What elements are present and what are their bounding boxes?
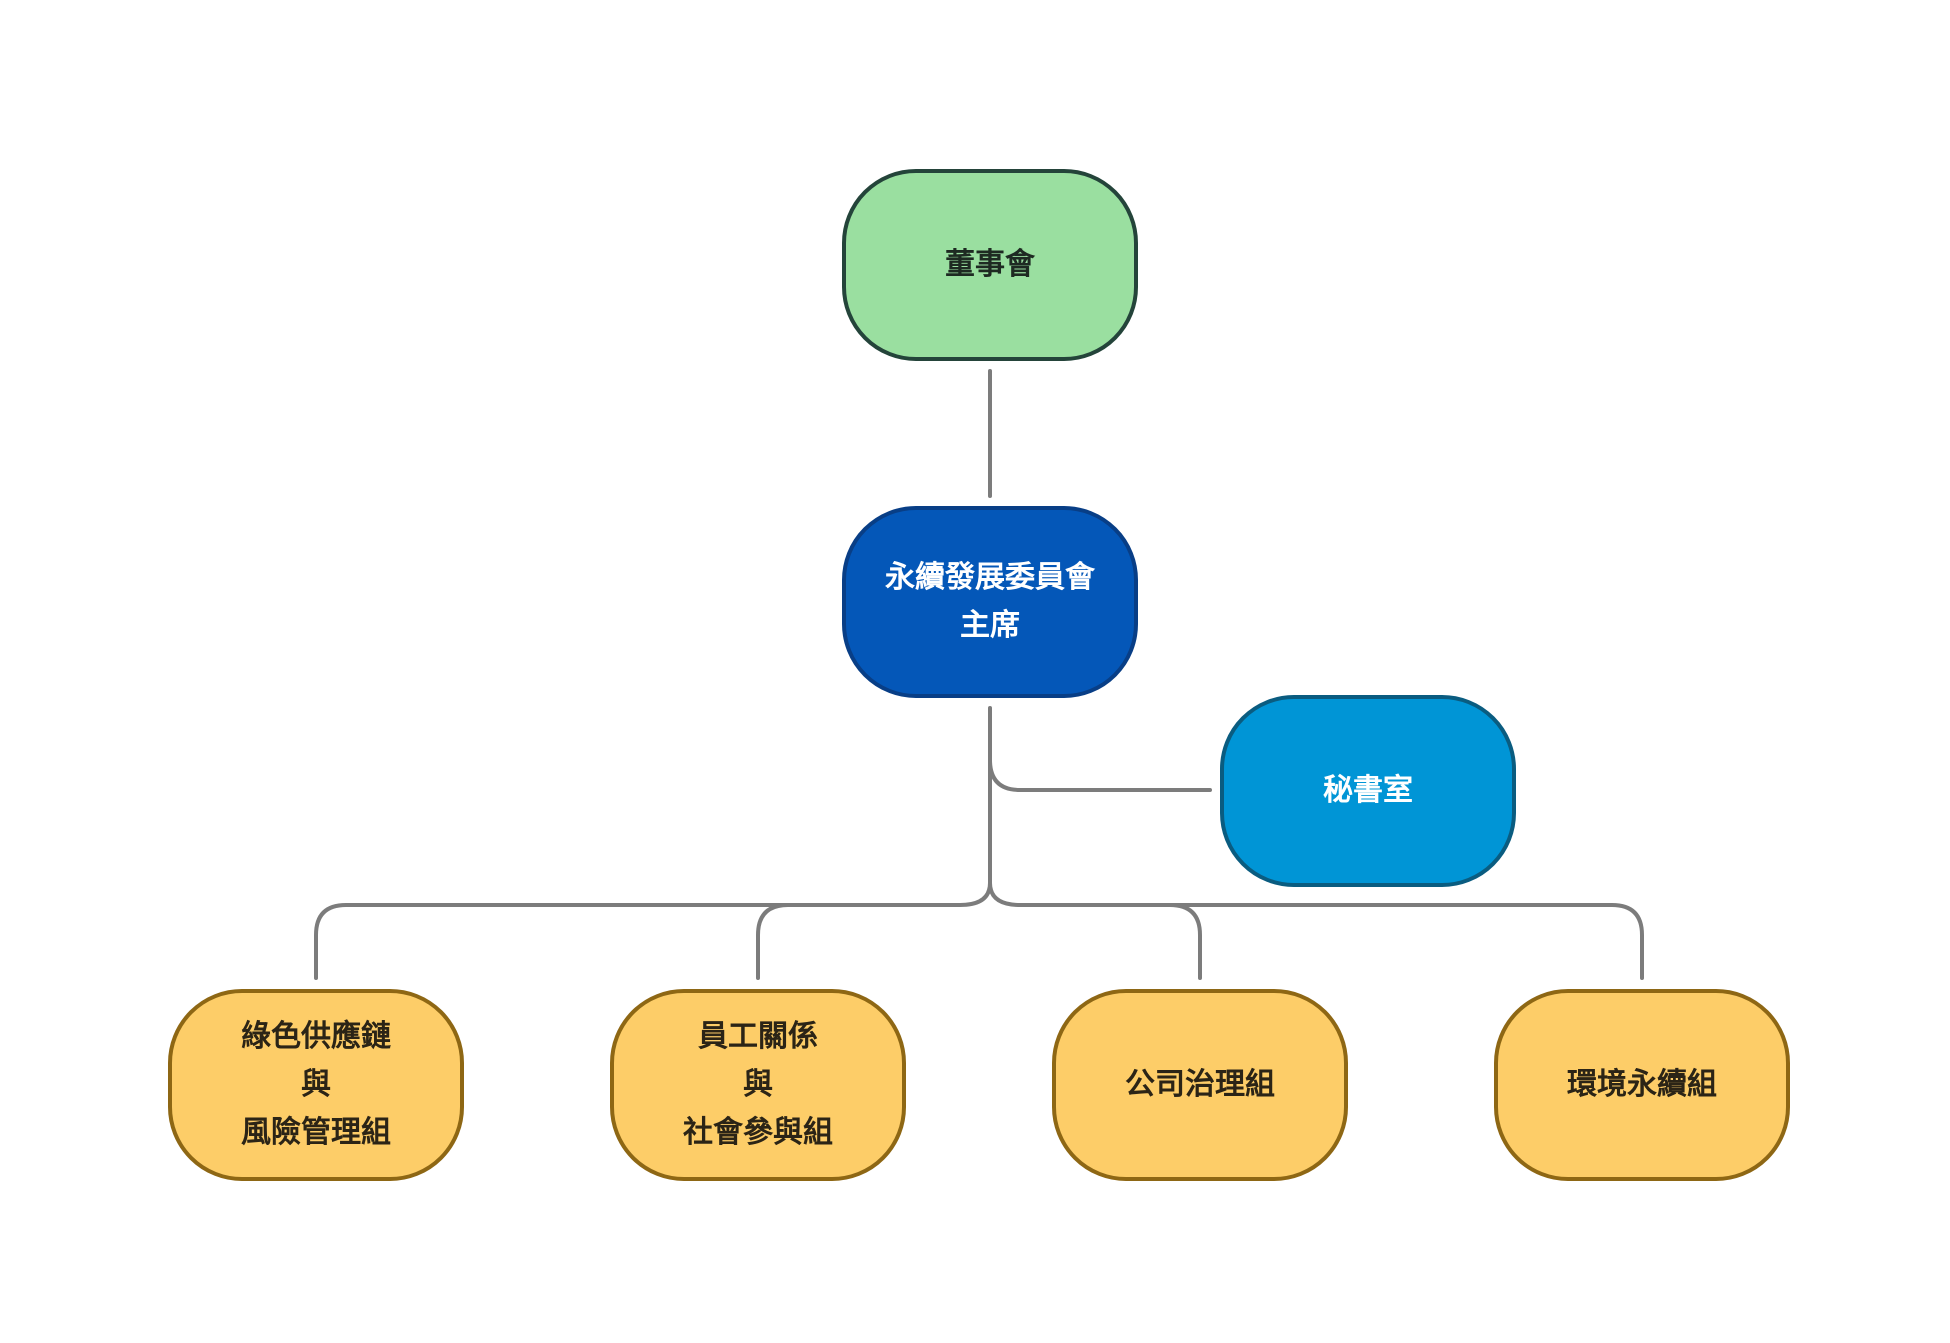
- secretariat-node[interactable]: 秘書室: [1220, 695, 1516, 887]
- connector-to-group-4: [1168, 903, 1644, 980]
- connector-to-group-1: [314, 881, 992, 980]
- connector-to-group-3: [988, 881, 1202, 980]
- connector-chair-to-secretariat: [988, 758, 1212, 792]
- sustainability-committee-chair-label: 永續發展委員會 主席: [885, 560, 1095, 643]
- environmental-sustainability-group-label: 環境永續組: [1567, 1067, 1717, 1102]
- sustainability-committee-chair-node[interactable]: 永續發展委員會 主席: [842, 506, 1138, 698]
- employee-relations-social-group-node[interactable]: 員工關係 與 社會參與組: [610, 989, 906, 1181]
- green-supply-chain-risk-group-node[interactable]: 綠色供應鏈 與 風險管理組: [168, 989, 464, 1181]
- connector-to-group-2: [756, 903, 790, 980]
- board-of-directors-label: 董事會: [945, 247, 1035, 282]
- green-supply-chain-risk-group-label: 綠色供應鏈 與 風險管理組: [241, 1019, 391, 1150]
- board-of-directors-node[interactable]: 董事會: [842, 169, 1138, 361]
- corporate-governance-group-node[interactable]: 公司治理組: [1052, 989, 1348, 1181]
- environmental-sustainability-group-node[interactable]: 環境永續組: [1494, 989, 1790, 1181]
- secretariat-label: 秘書室: [1323, 773, 1413, 808]
- employee-relations-social-group-label: 員工關係 與 社會參與組: [683, 1019, 833, 1150]
- corporate-governance-group-label: 公司治理組: [1125, 1067, 1275, 1102]
